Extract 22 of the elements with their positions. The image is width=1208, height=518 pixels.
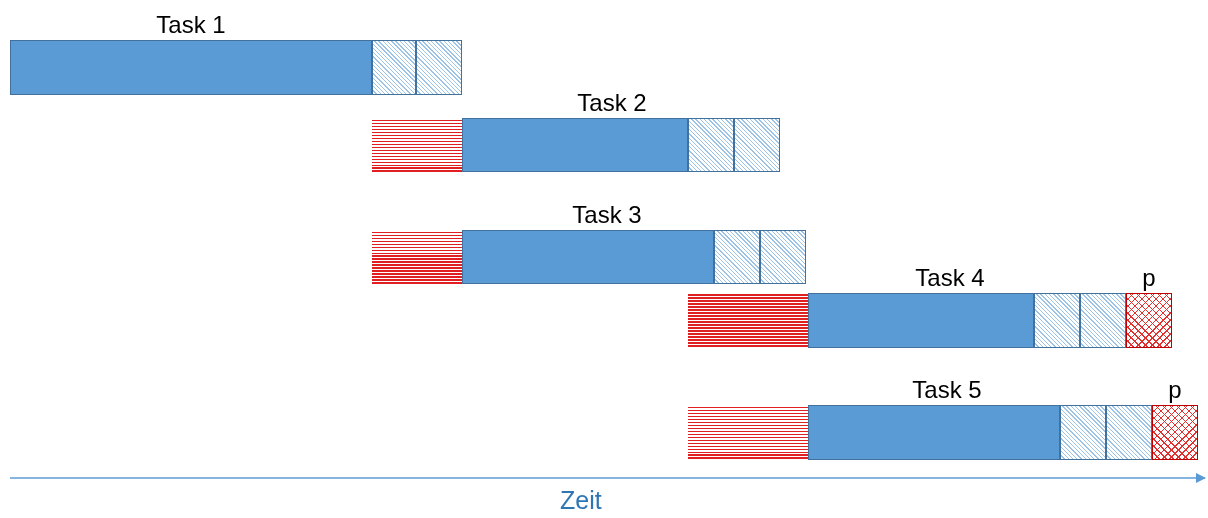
striped-wait-block [372,118,462,172]
task-label: Task 3 [572,201,642,229]
axis-label: Zeit [560,486,602,515]
hatched-block [1080,293,1126,348]
block-label: p [1168,376,1182,404]
hatched-block [416,40,462,95]
striped-wait-block [688,293,808,348]
hatched-block [1060,405,1106,460]
striped-wait-block [372,230,462,284]
task-label: Task 4 [915,264,985,292]
task-label: Task 2 [577,89,647,117]
task-label: Task 1 [156,11,226,39]
block-label: p [1142,264,1156,292]
hatched-block [1034,293,1080,348]
hatched-block [688,118,734,172]
hatched-block [734,118,780,172]
task-label: Task 5 [912,376,982,404]
striped-wait-block [688,405,808,460]
hatched-block [1106,405,1152,460]
hatched-block [372,40,416,95]
hatched-block [760,230,806,284]
hatched-block [714,230,760,284]
